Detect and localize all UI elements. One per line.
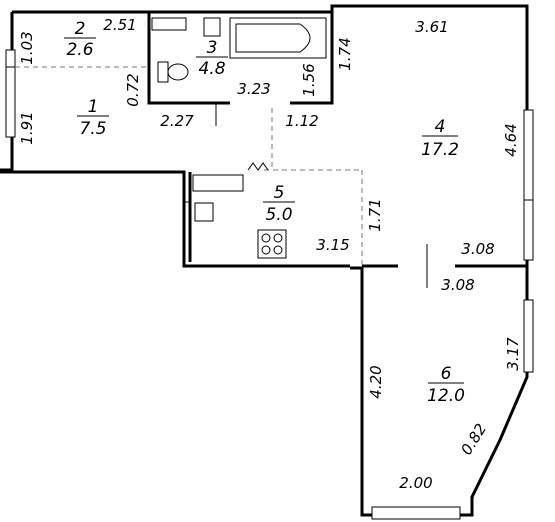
dimension-label: 2.27 [160,112,194,130]
dimension-label: 1.91 [18,111,36,144]
kitchen-sink [194,202,214,222]
room-area: 12.0 [427,386,465,406]
windows [5,49,534,520]
dimension-label: 3.15 [316,236,349,254]
dimension-label: 0.72 [124,73,142,106]
toilet-bowl [167,63,189,81]
dimension-label: 1.56 [300,63,318,96]
room-area: 7.5 [79,119,106,139]
dimension-label: 1.74 [336,37,354,70]
dimension-label: 0.82 [457,420,490,458]
room-labels: 2 2.6 3 4.8 1 7.5 4 17.2 5 5.0 6 12.0 [64,19,465,406]
room-area: 5.0 [265,205,292,225]
sink-bath [203,17,221,37]
zone-separators [15,66,363,266]
dimension-label: 3.08 [441,276,474,294]
dimension-label: 3.08 [461,240,494,258]
window-room6-bottom [371,506,461,520]
dimension-label: 3.61 [415,18,448,36]
room-area: 17.2 [421,140,459,160]
kitchen-fixtures [192,174,287,259]
room-number: 4 [435,117,446,137]
door-marks [184,103,428,288]
dimension-label: 2.51 [103,16,136,34]
room-number: 6 [441,364,452,384]
room-number: 1 [88,97,99,117]
room-area: 4.8 [198,59,225,79]
window-room4-lower [523,199,534,261]
toilet-tank [157,61,169,83]
room-number: 2 [75,19,86,39]
room-number: 5 [274,183,285,203]
window-room6-right [523,299,534,373]
dimension-labels: 1.03 2.51 0.72 1.91 2.27 3.23 1.56 1.74 … [18,16,522,492]
sink-room2 [151,17,187,31]
kitchen-counter [192,174,244,192]
dimension-label: 3.23 [237,80,270,98]
window-room2 [5,49,16,69]
dimension-label: 2.00 [399,474,432,492]
dimension-label: 3.17 [504,337,522,371]
dimension-label: 1.71 [366,198,384,231]
dimension-label: 4.64 [502,123,520,156]
room-area: 2.6 [66,40,93,60]
room-number: 3 [207,38,218,58]
bathroom-fixtures [151,17,327,83]
dimension-label: 1.12 [285,112,318,130]
stove [257,229,287,259]
window-room1 [5,66,16,138]
dimension-label: 1.03 [18,31,36,64]
window-room4-upper [523,109,534,201]
dimension-label: 4.20 [367,365,385,398]
